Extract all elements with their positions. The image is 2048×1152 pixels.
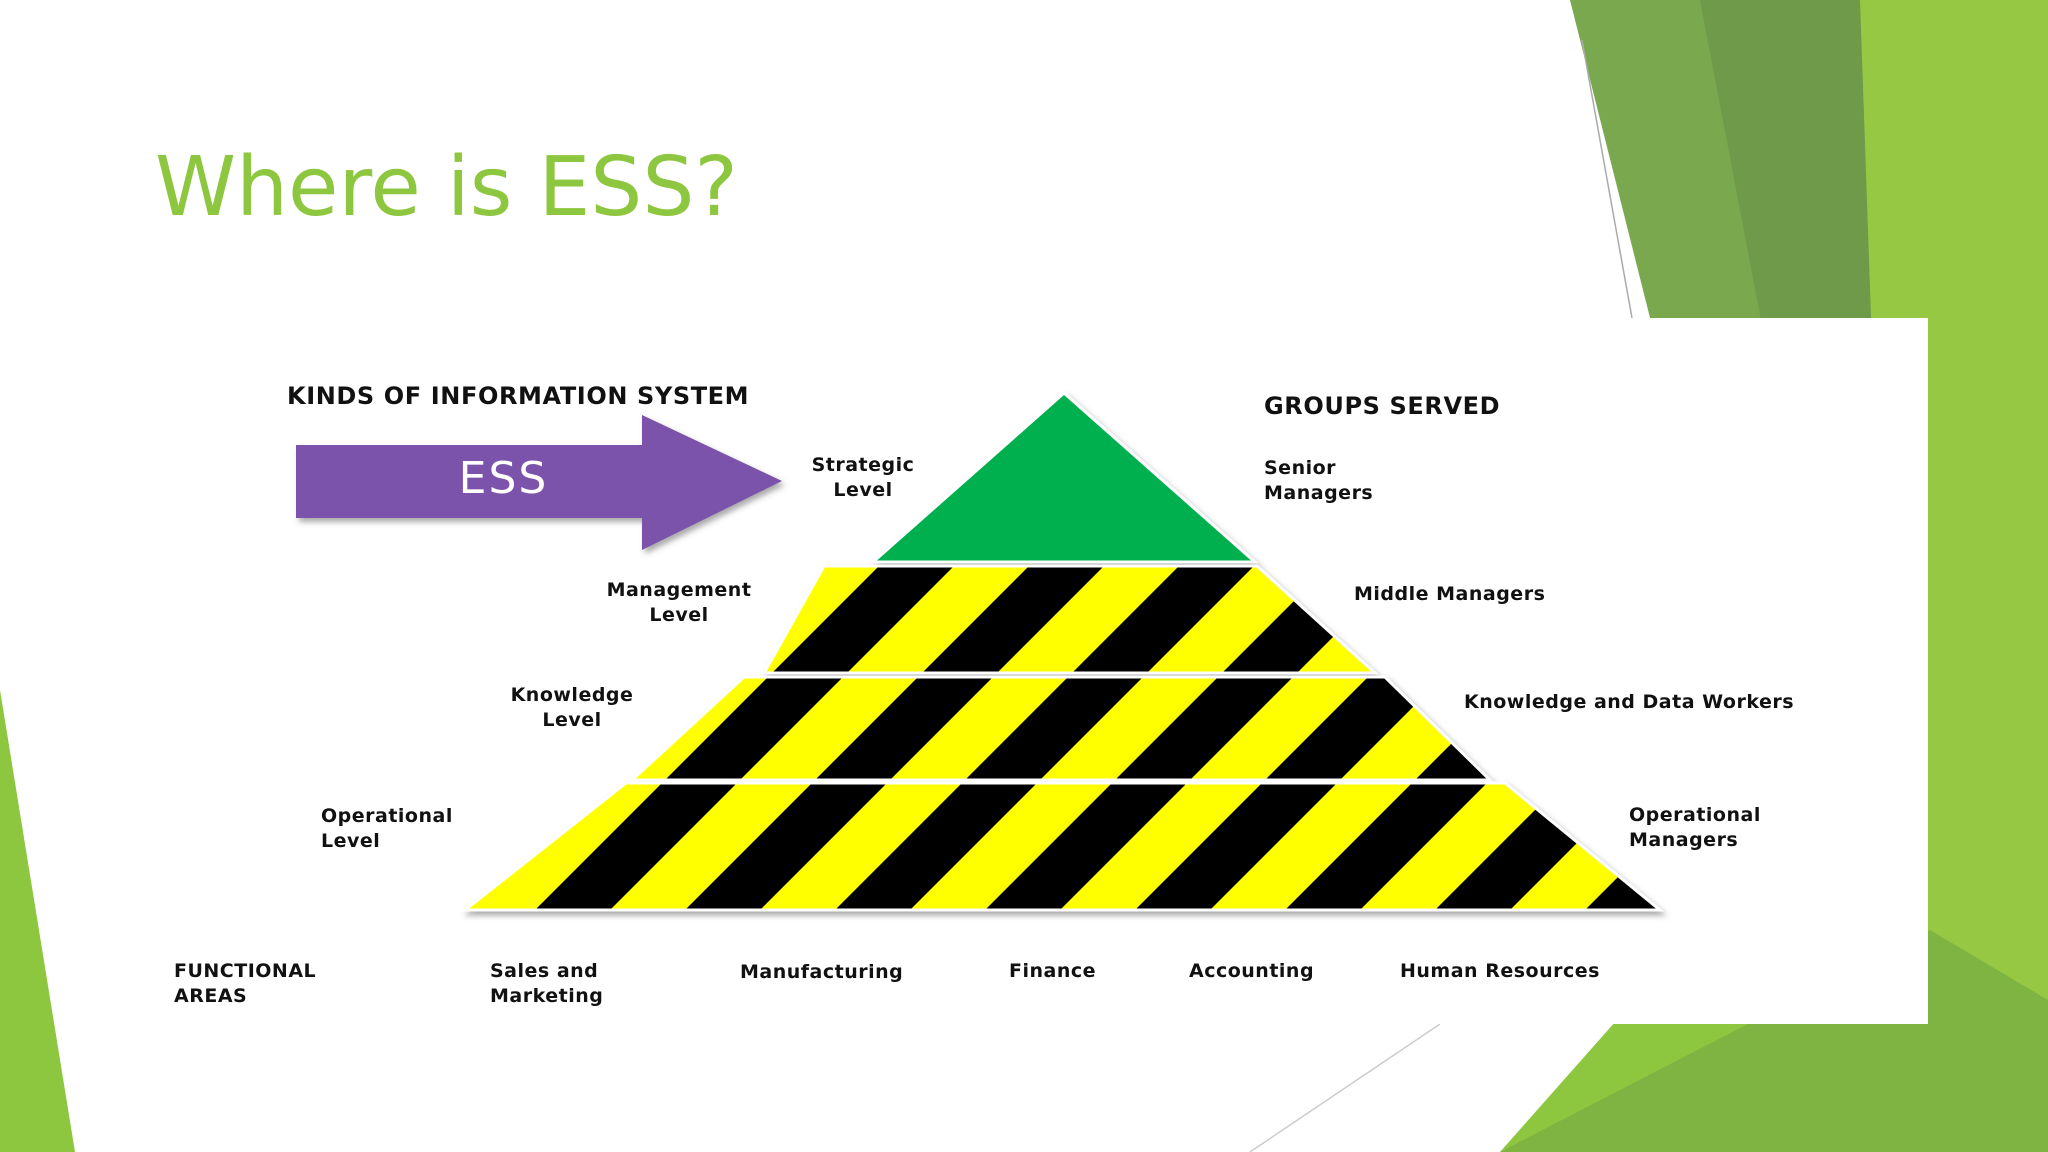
- right-header: GROUPS SERVED: [1264, 392, 1501, 420]
- pyramid-tier-operational: [460, 781, 1665, 912]
- level-label-strategic: Strategic Level: [811, 454, 915, 501]
- level-label-operational: Operational Level: [321, 805, 453, 852]
- left-header: KINDS OF INFORMATION SYSTEM: [287, 382, 750, 410]
- functional-area-accounting: Accounting: [1189, 960, 1315, 982]
- pyramid-tier-knowledge: [628, 675, 1494, 782]
- group-label-middle-managers: Middle Managers: [1354, 583, 1546, 605]
- pyramid-tier-management: [761, 564, 1379, 675]
- ess-arrow: [296, 415, 782, 550]
- group-label-senior-managers: Senior Managers: [1264, 457, 1374, 504]
- functional-area-manufacturing: Manufacturing: [740, 961, 904, 983]
- slide-title: Where is ESS?: [155, 140, 738, 235]
- group-label-knowledge-workers: Knowledge and Data Workers: [1464, 691, 1795, 713]
- functional-area-human-resources: Human Resources: [1400, 960, 1600, 982]
- functional-area-sales: Sales and Marketing: [490, 960, 604, 1007]
- level-label-knowledge: Knowledge Level: [510, 684, 634, 731]
- group-label-operational-managers: Operational Managers: [1629, 804, 1761, 851]
- level-label-management: Management Level: [606, 579, 752, 626]
- decor-line-1: [1581, 39, 1633, 319]
- ess-arrow-label: ESS: [458, 453, 549, 504]
- functional-areas-label: FUNCTIONAL AREAS: [174, 960, 317, 1007]
- pyramid-tier-strategic: [869, 390, 1259, 564]
- decor-line-2: [1249, 1023, 1441, 1152]
- left-decor-green: [0, 690, 75, 1152]
- functional-area-finance: Finance: [1009, 960, 1097, 982]
